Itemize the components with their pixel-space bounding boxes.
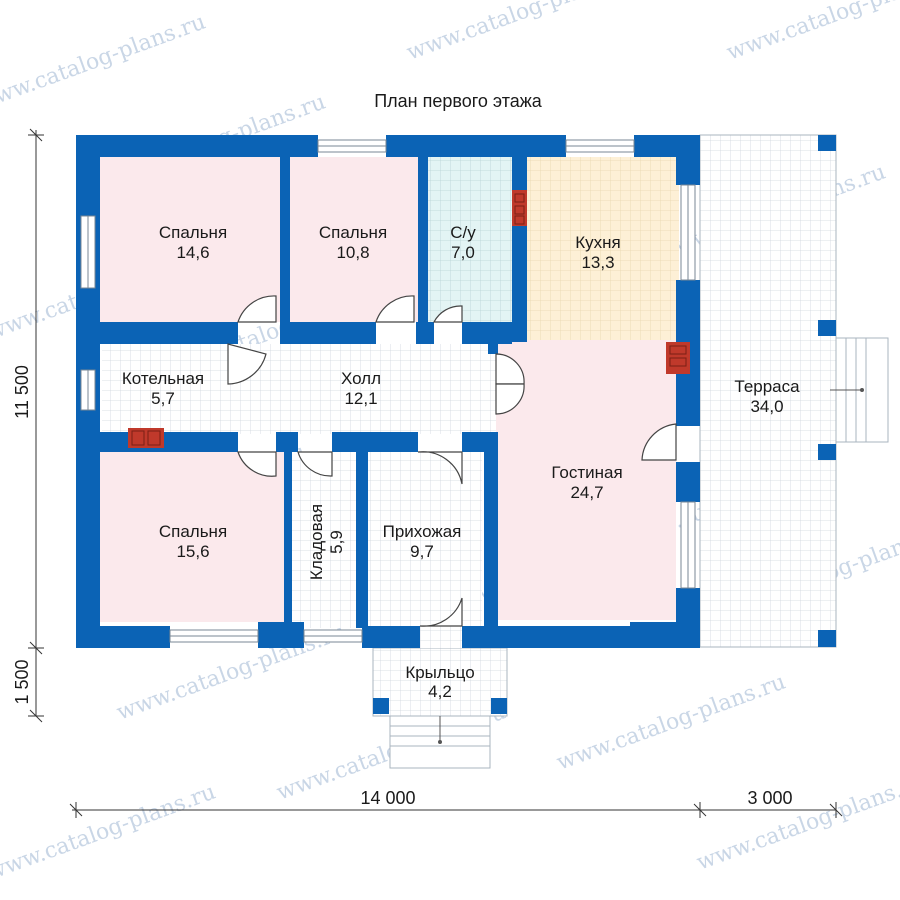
room-area: 13,3 xyxy=(581,253,614,272)
room-area: 12,1 xyxy=(344,389,377,408)
room-area: 10,8 xyxy=(336,243,369,262)
room-name: С/у xyxy=(450,223,476,242)
room-entry: Прихожая 9,7 xyxy=(383,522,462,561)
room-pantry: Кладовая 5,9 xyxy=(307,504,346,580)
watermark: www.catalog-plans.ru xyxy=(694,770,900,876)
room-bedroom3: Спальня 15,6 xyxy=(159,522,227,561)
room-name: Крыльцо xyxy=(405,663,474,682)
watermark: www.catalog-plans.ru xyxy=(0,10,209,116)
watermark: www.catalog-plans.ru xyxy=(404,0,639,66)
boiler-floor xyxy=(102,344,228,436)
hall-floor xyxy=(228,344,496,434)
doors xyxy=(227,295,677,627)
room-name: Спальня xyxy=(159,522,227,541)
room-name: Холл xyxy=(341,369,381,388)
room-bedroom1: Спальня 14,6 xyxy=(159,223,227,262)
window-panes xyxy=(87,145,689,637)
dimension-width-main: 14 000 xyxy=(360,788,415,808)
pantry-floor xyxy=(292,452,356,628)
stove-icon xyxy=(666,342,690,374)
kitchen-floor xyxy=(527,157,679,340)
dimension-width-terrace: 3 000 xyxy=(747,788,792,808)
room-area: 7,0 xyxy=(451,243,475,262)
room-area: 5,9 xyxy=(327,530,346,554)
entry-floor xyxy=(368,452,482,628)
stove-icon xyxy=(512,190,527,226)
room-hall: Холл 12,1 xyxy=(341,369,381,408)
dimension-height-main: 11 500 xyxy=(12,365,32,419)
room-name: Кладовая xyxy=(307,504,326,580)
stove-icon xyxy=(128,428,164,448)
room-area: 24,7 xyxy=(570,483,603,502)
room-kitchen: Кухня 13,3 xyxy=(575,233,621,272)
room-name: Прихожая xyxy=(383,522,462,541)
dimension-lines xyxy=(28,128,843,818)
bedroom2-floor xyxy=(290,157,418,322)
plan-title: План первого этажа xyxy=(374,91,543,111)
dimension-height-porch: 1 500 xyxy=(12,659,32,704)
watermark: www.catalog-plans.ru xyxy=(0,780,219,886)
watermark: www.catalog-plans.ru xyxy=(724,0,900,66)
room-name: Кухня xyxy=(575,233,621,252)
room-terrace: Терраса 34,0 xyxy=(734,377,800,416)
room-name: Котельная xyxy=(122,369,204,388)
room-area: 4,2 xyxy=(428,682,452,701)
room-bathroom: С/у 7,0 xyxy=(450,223,476,262)
room-name: Спальня xyxy=(319,223,387,242)
room-bedroom2: Спальня 10,8 xyxy=(319,223,387,262)
bedroom1-floor xyxy=(96,157,280,322)
room-boiler: Котельная 5,7 xyxy=(122,369,204,408)
bathroom-floor xyxy=(428,157,512,322)
room-area: 9,7 xyxy=(410,542,434,561)
room-porch: Крыльцо 4,2 xyxy=(405,663,474,701)
room-living: Гостиная 24,7 xyxy=(551,463,622,502)
living-floor xyxy=(496,340,676,620)
room-area: 14,6 xyxy=(176,243,209,262)
room-name: Гостиная xyxy=(551,463,622,482)
watermark: www.catalog-plans.ru xyxy=(554,670,789,776)
terrace xyxy=(699,134,889,648)
room-area: 34,0 xyxy=(750,397,783,416)
bedroom3-floor xyxy=(100,452,284,622)
room-name: Терраса xyxy=(734,377,800,396)
room-area: 15,6 xyxy=(176,542,209,561)
room-name: Спальня xyxy=(159,223,227,242)
room-area: 5,7 xyxy=(151,389,175,408)
porch xyxy=(372,647,508,769)
